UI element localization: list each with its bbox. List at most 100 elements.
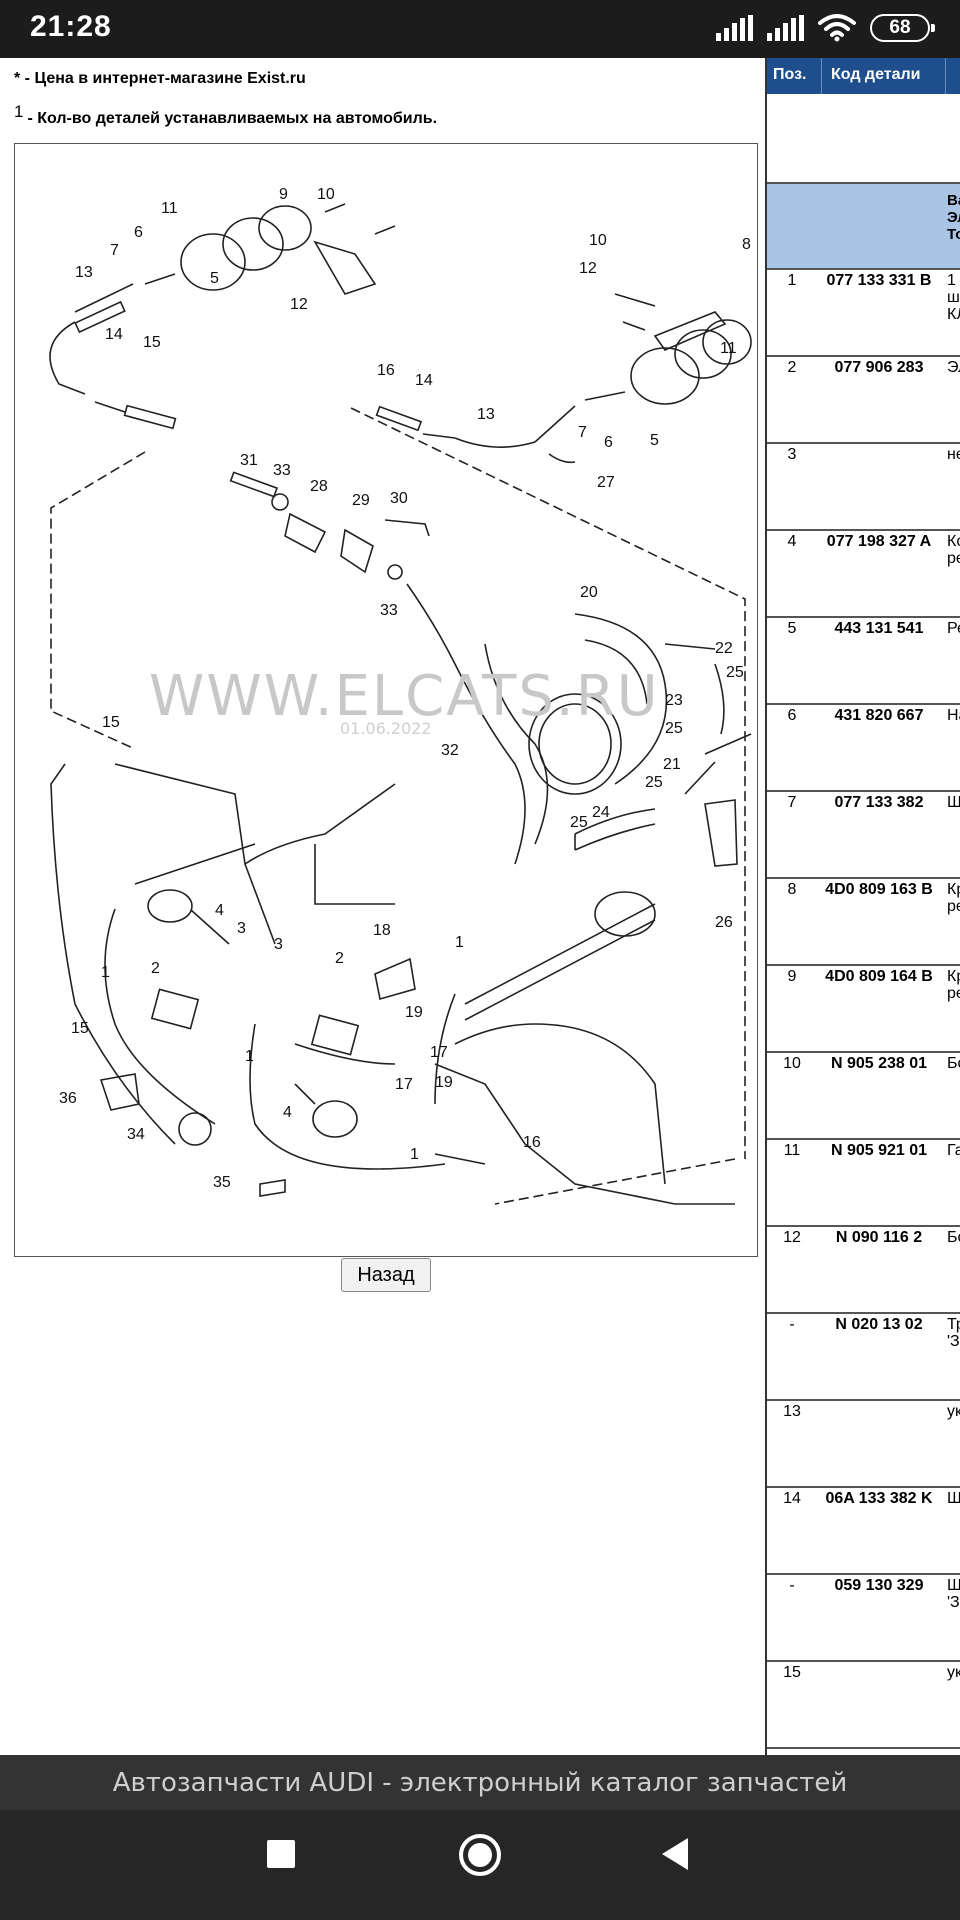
recents-icon[interactable] [267, 1840, 295, 1868]
part-label[interactable]: 35 [213, 1174, 231, 1191]
part-label[interactable]: 9 [279, 186, 288, 203]
part-label[interactable]: 3 [237, 920, 246, 937]
table-row[interactable]: -N 020 13 02Тр'З [767, 1314, 960, 1401]
row-code[interactable]: 077 133 331 B [826, 272, 932, 289]
table-row[interactable]: 3не [767, 444, 960, 531]
part-label[interactable]: 33 [380, 602, 398, 619]
part-label[interactable]: 7 [578, 424, 587, 441]
part-label[interactable]: 19 [405, 1004, 423, 1021]
part-label[interactable]: 1 [101, 964, 110, 981]
part-label[interactable]: 33 [273, 462, 291, 479]
row-desc: Ш [947, 794, 960, 811]
part-label[interactable]: 11 [720, 340, 737, 357]
row-code[interactable]: N 905 921 01 [830, 1142, 928, 1159]
part-label[interactable]: 29 [352, 492, 370, 509]
row-code[interactable]: N 020 13 02 [835, 1316, 923, 1333]
part-label[interactable]: 6 [604, 434, 613, 451]
part-label[interactable]: 32 [441, 742, 459, 759]
row-code[interactable]: N 090 116 2 [835, 1229, 923, 1246]
table-row[interactable]: 15ук [767, 1662, 960, 1749]
back-icon[interactable] [662, 1838, 688, 1870]
part-label[interactable]: 28 [310, 478, 328, 495]
table-row[interactable]: 12N 090 116 2Бо [767, 1227, 960, 1314]
part-label[interactable]: 26 [715, 914, 733, 931]
row-desc: Га [947, 1142, 960, 1159]
part-label[interactable]: 34 [127, 1126, 145, 1143]
part-label[interactable]: 24 [592, 804, 610, 821]
part-label[interactable]: 4 [283, 1104, 292, 1121]
row-code[interactable]: 077 906 283 [834, 359, 924, 376]
row-code[interactable]: 077 133 382 [834, 794, 924, 811]
part-label[interactable]: 6 [134, 224, 143, 241]
part-label[interactable]: 1 [410, 1146, 419, 1163]
row-code[interactable]: 06A 133 382 K [825, 1490, 933, 1507]
part-label[interactable]: 15 [102, 714, 120, 731]
row-code[interactable]: 4D0 809 164 B [825, 968, 933, 985]
part-label[interactable]: 5 [650, 432, 659, 449]
row-code[interactable]: 443 131 541 [834, 620, 924, 637]
part-label[interactable]: 17 [395, 1076, 413, 1093]
part-label[interactable]: 12 [290, 296, 308, 313]
part-label[interactable]: 36 [59, 1090, 77, 1107]
part-label[interactable]: 22 [715, 640, 733, 657]
part-label[interactable]: 13 [477, 406, 495, 423]
part-label[interactable]: 20 [580, 584, 598, 601]
part-label[interactable]: 25 [665, 720, 683, 737]
part-label[interactable]: 17 [430, 1044, 448, 1061]
row-code[interactable]: 059 130 329 [834, 1577, 924, 1594]
part-label[interactable]: 10 [589, 232, 607, 249]
part-label[interactable]: 5 [210, 270, 219, 287]
part-label[interactable]: 16 [377, 362, 395, 379]
row-desc-line: ре [947, 985, 960, 1002]
part-label[interactable]: 21 [663, 756, 681, 773]
part-label[interactable]: 18 [373, 922, 391, 939]
part-label[interactable]: 14 [415, 372, 433, 389]
part-label[interactable]: 14 [105, 326, 123, 343]
home-icon[interactable] [459, 1834, 501, 1876]
row-code[interactable]: 4D0 809 163 B [825, 881, 933, 898]
part-label[interactable]: 2 [335, 950, 344, 967]
part-label[interactable]: 10 [317, 186, 335, 203]
table-row[interactable]: 10N 905 238 01Бо [767, 1053, 960, 1140]
part-label[interactable]: 1 [455, 934, 464, 951]
part-label[interactable]: 12 [579, 260, 597, 277]
table-row[interactable]: 11N 905 921 01Га [767, 1140, 960, 1227]
part-label[interactable]: 30 [390, 490, 408, 507]
part-label[interactable]: 31 [240, 452, 258, 469]
row-code[interactable]: 431 820 667 [834, 707, 924, 724]
part-label[interactable]: 7 [110, 242, 119, 259]
part-label[interactable]: 15 [71, 1020, 89, 1037]
part-label[interactable]: 19 [435, 1074, 453, 1091]
row-code[interactable]: N 905 238 01 [830, 1055, 928, 1072]
table-row[interactable]: 13ук [767, 1401, 960, 1488]
part-label[interactable]: 2 [151, 960, 160, 977]
part-label[interactable]: 1 [245, 1048, 254, 1065]
table-row[interactable]: -059 130 329Ш'З [767, 1575, 960, 1662]
row-desc: не [947, 446, 960, 463]
part-label[interactable]: 25 [645, 774, 663, 791]
part-label[interactable]: 27 [597, 474, 615, 491]
part-label[interactable]: 23 [665, 692, 683, 709]
part-label[interactable]: 11 [161, 200, 178, 217]
part-label[interactable]: 25 [726, 664, 744, 681]
back-button[interactable]: Назад [341, 1258, 431, 1292]
part-label[interactable]: 15 [143, 334, 161, 351]
part-label[interactable]: 16 [523, 1134, 541, 1151]
part-label[interactable]: 13 [75, 264, 93, 281]
part-label[interactable]: 8 [742, 236, 751, 253]
part-label[interactable]: 25 [570, 814, 588, 831]
part-label[interactable]: 4 [215, 902, 224, 919]
part-label[interactable]: 3 [274, 936, 283, 953]
row-code[interactable]: 077 198 327 A [826, 533, 932, 550]
